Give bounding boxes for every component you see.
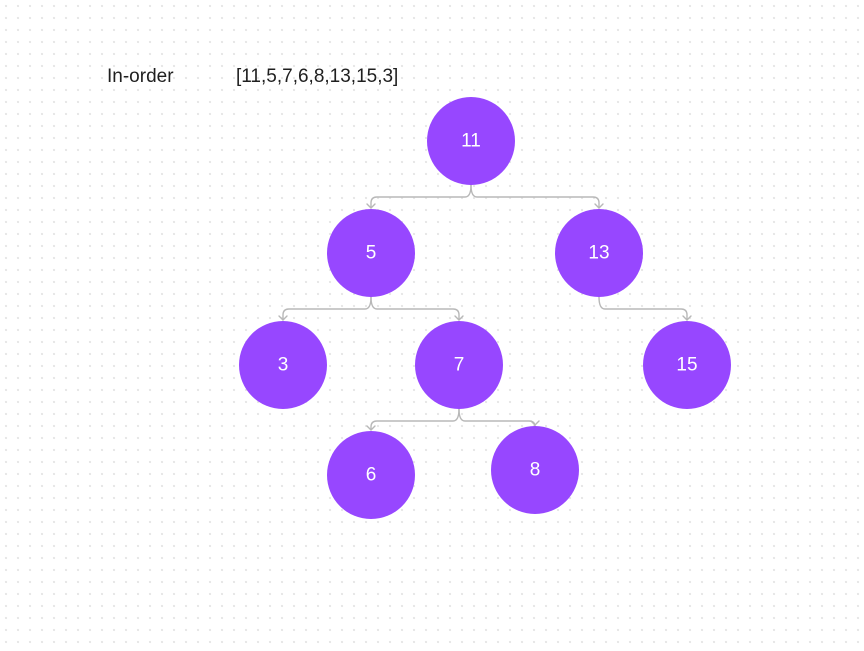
node-value: 3 <box>278 355 289 376</box>
node-circle <box>415 321 503 409</box>
node-circle <box>491 426 579 514</box>
tree-node-3: 3 <box>239 321 327 409</box>
edge-n11-n13 <box>470 184 600 209</box>
arrowhead-n8 <box>530 420 540 426</box>
traversal-caption: In-order <box>107 66 174 87</box>
node-circle <box>643 321 731 409</box>
arrowhead-n5 <box>366 203 376 209</box>
arrowhead-n3 <box>278 315 288 321</box>
node-circle <box>327 209 415 297</box>
edge-n13-n15 <box>598 296 688 321</box>
arrowhead-n13 <box>594 203 604 209</box>
edge-n5-n3 <box>282 296 372 321</box>
arrowhead-n7 <box>454 315 464 321</box>
arrowhead-n15 <box>682 315 692 321</box>
node-value: 5 <box>366 243 377 264</box>
node-value: 7 <box>454 355 465 376</box>
node-circle <box>239 321 327 409</box>
tree-node-8: 8 <box>491 426 579 514</box>
node-value: 11 <box>461 131 481 152</box>
tree-node-5: 5 <box>327 209 415 297</box>
tree-node-6: 6 <box>327 431 415 519</box>
edge-n11-n5 <box>370 184 472 209</box>
node-value: 8 <box>530 460 541 481</box>
tree-node-15: 15 <box>643 321 731 409</box>
edge-n7-n6 <box>370 408 460 431</box>
tree-node-7: 7 <box>415 321 503 409</box>
node-value: 13 <box>588 243 609 264</box>
edge-n5-n7 <box>370 296 460 321</box>
tree-nodes: 11 5 13 3 7 15 6 8 <box>239 97 731 519</box>
node-circle <box>327 431 415 519</box>
arrowhead-n6 <box>366 425 376 431</box>
node-circle <box>427 97 515 185</box>
tree-node-11: 11 <box>427 97 515 185</box>
node-value: 15 <box>676 355 697 376</box>
tree-node-13: 13 <box>555 209 643 297</box>
node-circle <box>555 209 643 297</box>
edge-n7-n8 <box>458 408 536 428</box>
traversal-sequence: [11,5,7,6,8,13,15,3] <box>236 66 399 87</box>
node-value: 6 <box>366 465 377 486</box>
tree-edges <box>278 184 692 431</box>
